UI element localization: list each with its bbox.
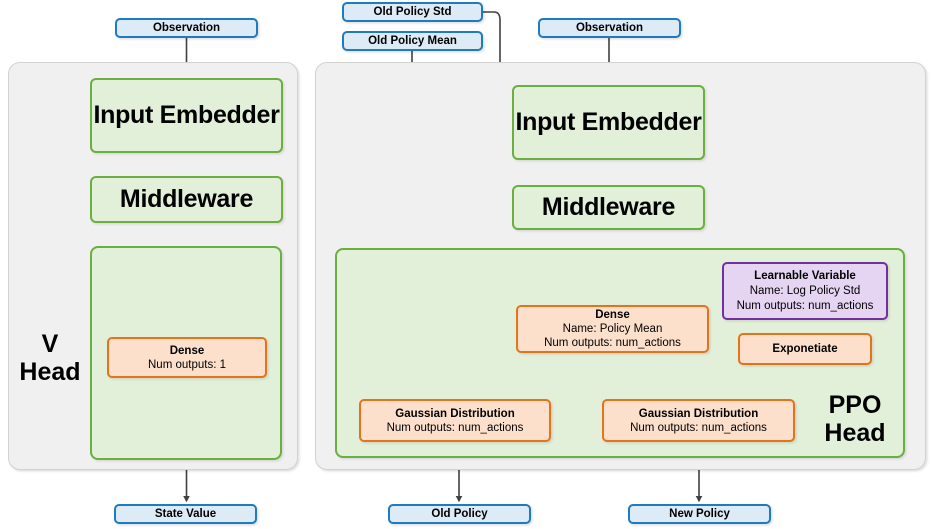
v-head-caption-line2: Head: [19, 358, 81, 386]
old-policy-mean-input-label: Old Policy Mean: [368, 35, 457, 47]
input-embedder-ppo[interactable]: Input Embedder: [512, 85, 705, 160]
old-policy-std-input-label: Old Policy Std: [373, 6, 452, 18]
old-policy-output-label: Old Policy: [431, 508, 488, 520]
gaussian-distribution-new-num-outputs: Num outputs: num_actions: [630, 421, 767, 434]
state-value-output-label: State Value: [154, 508, 217, 520]
gaussian-distribution-old-title: Gaussian Distribution: [395, 407, 515, 420]
middleware-v[interactable]: Middleware: [90, 176, 283, 223]
dense-v-num-outputs: Num outputs: 1: [148, 358, 226, 371]
middleware-v-label: Middleware: [119, 185, 254, 213]
gaussian-distribution-old[interactable]: Gaussian Distribution Num outputs: num_a…: [359, 399, 551, 442]
old-policy-std-input[interactable]: Old Policy Std: [342, 2, 483, 22]
ppo-head-caption-line1: PPO: [828, 391, 882, 419]
v-head-caption-line1: V: [41, 330, 59, 358]
dense-policy-mean-num-outputs: Num outputs: num_actions: [544, 337, 681, 349]
input-embedder-v-label: Input Embedder: [93, 101, 280, 129]
observation-input-right[interactable]: Observation: [538, 18, 681, 38]
ppo-head-caption: PPO Head: [810, 386, 900, 452]
dense-policy-mean[interactable]: Dense Name: Policy Mean Num outputs: num…: [516, 305, 709, 353]
learnable-variable-name: Name: Log Policy Std: [749, 284, 861, 297]
learnable-variable-title: Learnable Variable: [754, 269, 856, 282]
observation-input-left-label: Observation: [152, 22, 221, 34]
learnable-variable-num-outputs: Num outputs: num_actions: [736, 299, 874, 312]
gaussian-distribution-new[interactable]: Gaussian Distribution Num outputs: num_a…: [602, 399, 795, 442]
state-value-output[interactable]: State Value: [114, 504, 257, 524]
exponetiate-title: Exponetiate: [772, 343, 838, 355]
input-embedder-ppo-label: Input Embedder: [515, 108, 702, 136]
old-policy-mean-input[interactable]: Old Policy Mean: [342, 31, 483, 51]
v-head-caption: V Head: [14, 325, 86, 391]
new-policy-output-label: New Policy: [669, 508, 730, 520]
dense-v-title: Dense: [169, 344, 205, 357]
middleware-ppo[interactable]: Middleware: [512, 185, 705, 230]
observation-input-left[interactable]: Observation: [115, 18, 258, 38]
dense-policy-mean-name: Name: Policy Mean: [562, 323, 663, 335]
old-policy-output[interactable]: Old Policy: [388, 504, 531, 524]
dense-v[interactable]: Dense Num outputs: 1: [107, 337, 267, 378]
exponetiate[interactable]: Exponetiate: [738, 333, 872, 365]
new-policy-output[interactable]: New Policy: [628, 504, 771, 524]
gaussian-distribution-old-num-outputs: Num outputs: num_actions: [386, 421, 524, 434]
gaussian-distribution-new-title: Gaussian Distribution: [638, 407, 759, 420]
input-embedder-v[interactable]: Input Embedder: [90, 78, 283, 153]
learnable-variable[interactable]: Learnable Variable Name: Log Policy Std …: [722, 262, 888, 320]
dense-policy-mean-title: Dense: [595, 309, 630, 321]
middleware-ppo-label: Middleware: [541, 193, 676, 221]
observation-input-right-label: Observation: [575, 22, 644, 34]
ppo-head-caption-line2: Head: [824, 419, 886, 447]
